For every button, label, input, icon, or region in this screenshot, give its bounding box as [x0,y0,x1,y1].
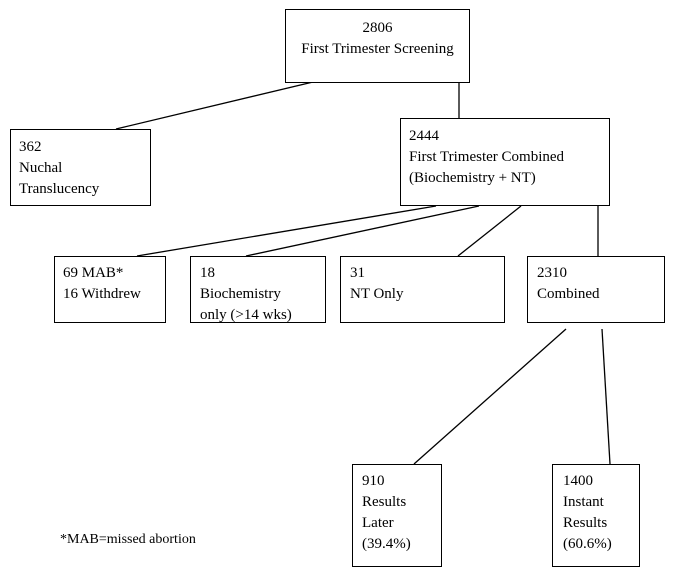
node-percent: (60.6%) [563,536,612,552]
node-label: Later [362,515,394,531]
node-biochemistry-only: 18 Biochemistry only (>14 wks) [190,256,326,323]
node-first-trimester-combined: 2444 First Trimester Combined (Biochemis… [400,118,610,206]
node-count: 1400 [563,473,593,489]
footnote: *MAB=missed abortion [60,532,196,547]
node-label: NT Only [350,286,404,302]
node-results-later: 910 Results Later (39.4%) [352,464,442,567]
node-label: 16 Withdrew [63,286,141,302]
node-nt-only: 31 NT Only [340,256,505,323]
node-count: 2444 [409,128,439,144]
node-first-trimester-screening: 2806 First Trimester Screening [285,9,470,83]
node-combined: 2310 Combined [527,256,665,323]
node-label: First Trimester Combined [409,149,565,165]
edge-root-nuchal [115,81,314,130]
edge-combined-later [413,328,567,465]
node-count: 31 [350,265,365,281]
edge-combined-instant [601,328,611,465]
node-mab-withdrew: 69 MAB* 16 Withdrew [54,256,166,323]
node-percent: (39.4%) [362,536,411,552]
node-label: Biochemistry [200,286,281,302]
node-count: 2806 [362,20,393,36]
node-count: 18 [200,265,215,281]
edge-main-mab [136,205,437,257]
node-count: 910 [362,473,385,489]
node-label: Results [563,515,608,531]
node-label: Instant [563,494,604,510]
node-instant-results: 1400 Instant Results (60.6%) [552,464,640,567]
node-label: 69 MAB* [63,265,124,281]
node-label: (Biochemistry + NT) [409,170,536,186]
edge-main-ntonly [457,205,522,257]
node-label: Combined [537,286,600,302]
node-label: Results [362,494,407,510]
edge-main-biochem [245,205,480,257]
node-nuchal-translucency: 362 Nuchal Translucency [10,129,151,206]
node-count: 362 [19,139,42,155]
node-count: 2310 [537,265,567,281]
node-label: First Trimester Screening [301,41,454,57]
node-label: Nuchal [19,160,63,176]
node-label: only (>14 wks) [200,307,292,323]
node-label: Translucency [19,181,100,197]
